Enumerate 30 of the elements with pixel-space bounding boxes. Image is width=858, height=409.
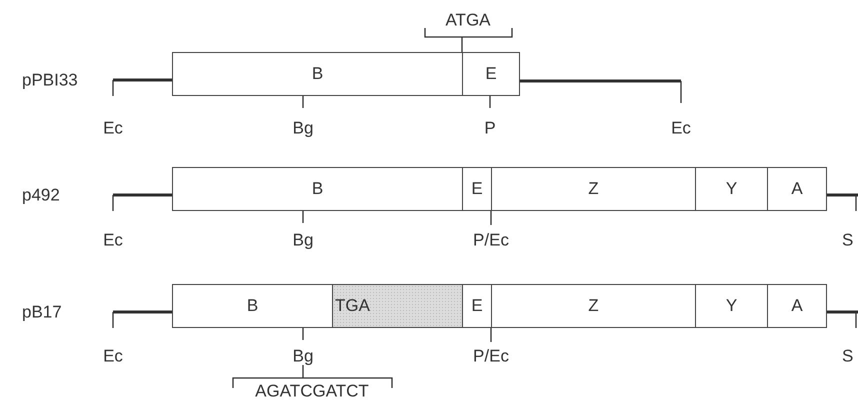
sequence-label: ATGA — [445, 12, 491, 28]
plasmid-name: pB17 — [22, 304, 62, 320]
gene-segment: E — [462, 167, 492, 211]
site-label: Ec — [103, 348, 123, 364]
gene-segment: E — [462, 284, 492, 328]
gene-segment: Z — [491, 284, 696, 328]
site-label: Bg — [292, 348, 314, 364]
site-label: S — [842, 232, 854, 248]
gene-segment: Z — [491, 167, 696, 211]
gene-segment: Y — [695, 167, 768, 211]
site-label: P/Ec — [473, 348, 509, 364]
shaded-gene-segment: TGA — [332, 284, 463, 328]
site-label: S — [842, 348, 854, 364]
plasmid-name: p492 — [22, 186, 60, 204]
site-label: Bg — [292, 232, 314, 248]
site-label: Ec — [671, 120, 691, 136]
plasmid-name: pPBI33 — [22, 72, 78, 88]
gene-segment: E — [462, 52, 520, 96]
site-label: P — [484, 120, 496, 136]
site-label: Ec — [103, 232, 123, 248]
gene-segment: B — [172, 284, 333, 328]
site-label: Bg — [292, 120, 314, 136]
gene-segment: B — [172, 52, 463, 96]
gene-segment: A — [767, 167, 827, 211]
sequence-label: AGATCGATCT — [255, 382, 369, 400]
site-label: Ec — [103, 120, 123, 136]
gene-segment: B — [172, 167, 463, 211]
gene-segment: Y — [695, 284, 768, 328]
site-label: P/Ec — [473, 232, 509, 248]
gene-segment: A — [767, 284, 827, 328]
